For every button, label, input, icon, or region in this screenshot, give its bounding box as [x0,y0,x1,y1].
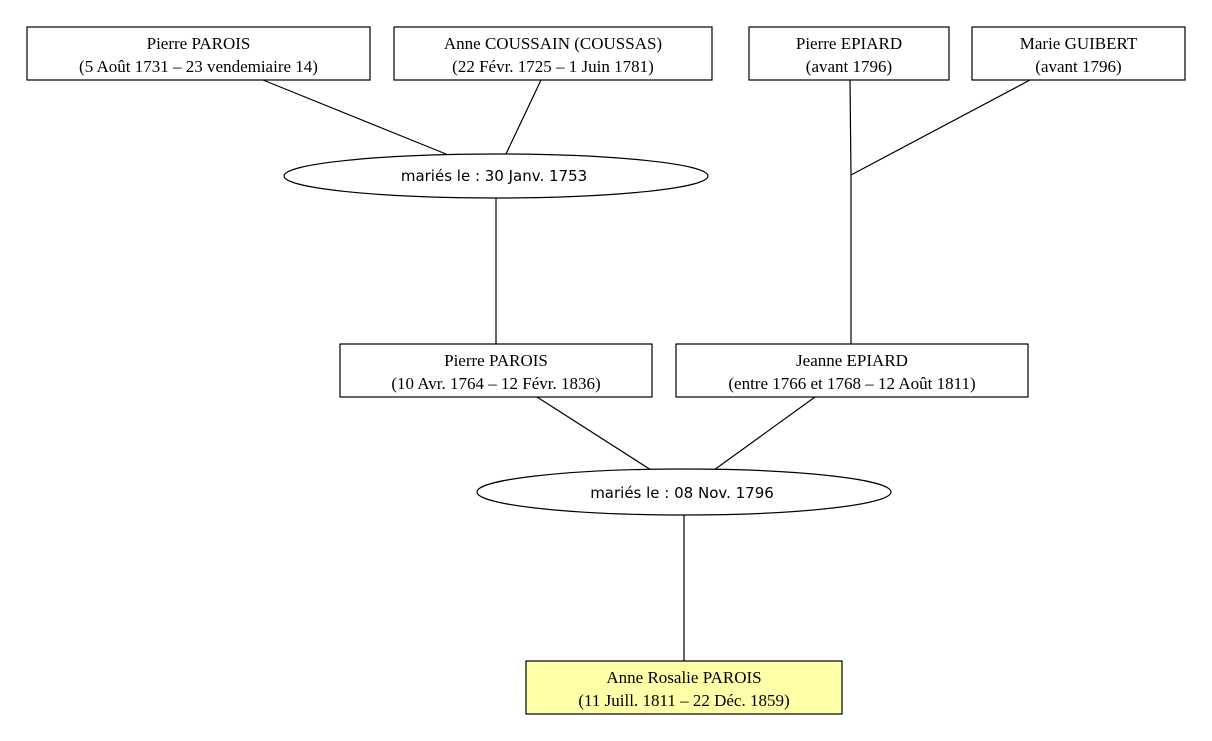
person-name: Anne Rosalie PAROIS [606,668,761,687]
person-name: Pierre PAROIS [147,34,251,53]
connectors [262,79,1031,661]
person-name: Anne COUSSAIN (COUSSAS) [444,34,662,53]
person-dates: (entre 1766 et 1768 – 12 Août 1811) [728,374,975,393]
marriage-oval-1753[interactable]: mariés le : 30 Janv. 1753 [283,153,709,199]
person-dates: (22 Févr. 1725 – 1 Juin 1781) [452,57,654,76]
marriage-label: mariés le : 30 Janv. 1753 [401,167,587,185]
person-box-marie-guibert[interactable]: Marie GUIBERT (avant 1796) [971,26,1186,81]
person-name: Pierre EPIARD [796,34,902,53]
person-box-pierre-parois-1764[interactable]: Pierre PAROIS (10 Avr. 1764 – 12 Févr. 1… [339,343,653,398]
person-name: Pierre PAROIS [444,351,548,370]
marriage-oval-1796[interactable]: mariés le : 08 Nov. 1796 [476,468,892,516]
person-box-jeanne-epiard[interactable]: Jeanne EPIARD (entre 1766 et 1768 – 12 A… [675,343,1029,398]
marriage-label: mariés le : 08 Nov. 1796 [590,484,774,502]
connector-p6-m2 [713,396,816,471]
person-dates: (10 Avr. 1764 – 12 Févr. 1836) [391,374,600,393]
person-dates: (avant 1796) [1035,57,1121,76]
connector-p4-junction [850,79,1031,176]
connector-p2-m1 [505,79,542,155]
person-box-anne-rosalie-parois[interactable]: Anne Rosalie PAROIS (11 Juill. 1811 – 22… [525,660,843,715]
person-dates: (avant 1796) [806,57,892,76]
person-box-anne-coussain[interactable]: Anne COUSSAIN (COUSSAS) (22 Févr. 1725 –… [393,26,713,81]
person-dates: (5 Août 1731 – 23 vendemiaire 14) [79,57,318,76]
person-name: Jeanne EPIARD [796,351,908,370]
connector-p5-m2 [536,396,652,471]
person-box-pierre-epiard[interactable]: Pierre EPIARD (avant 1796) [748,26,950,81]
connector-p3-junction [849,79,852,176]
person-box-pierre-parois-1731[interactable]: Pierre PAROIS (5 Août 1731 – 23 vendemia… [26,26,371,81]
person-name: Marie GUIBERT [1020,34,1138,53]
person-dates: (11 Juill. 1811 – 22 Déc. 1859) [578,691,789,710]
connector-p1-m1 [262,79,447,155]
